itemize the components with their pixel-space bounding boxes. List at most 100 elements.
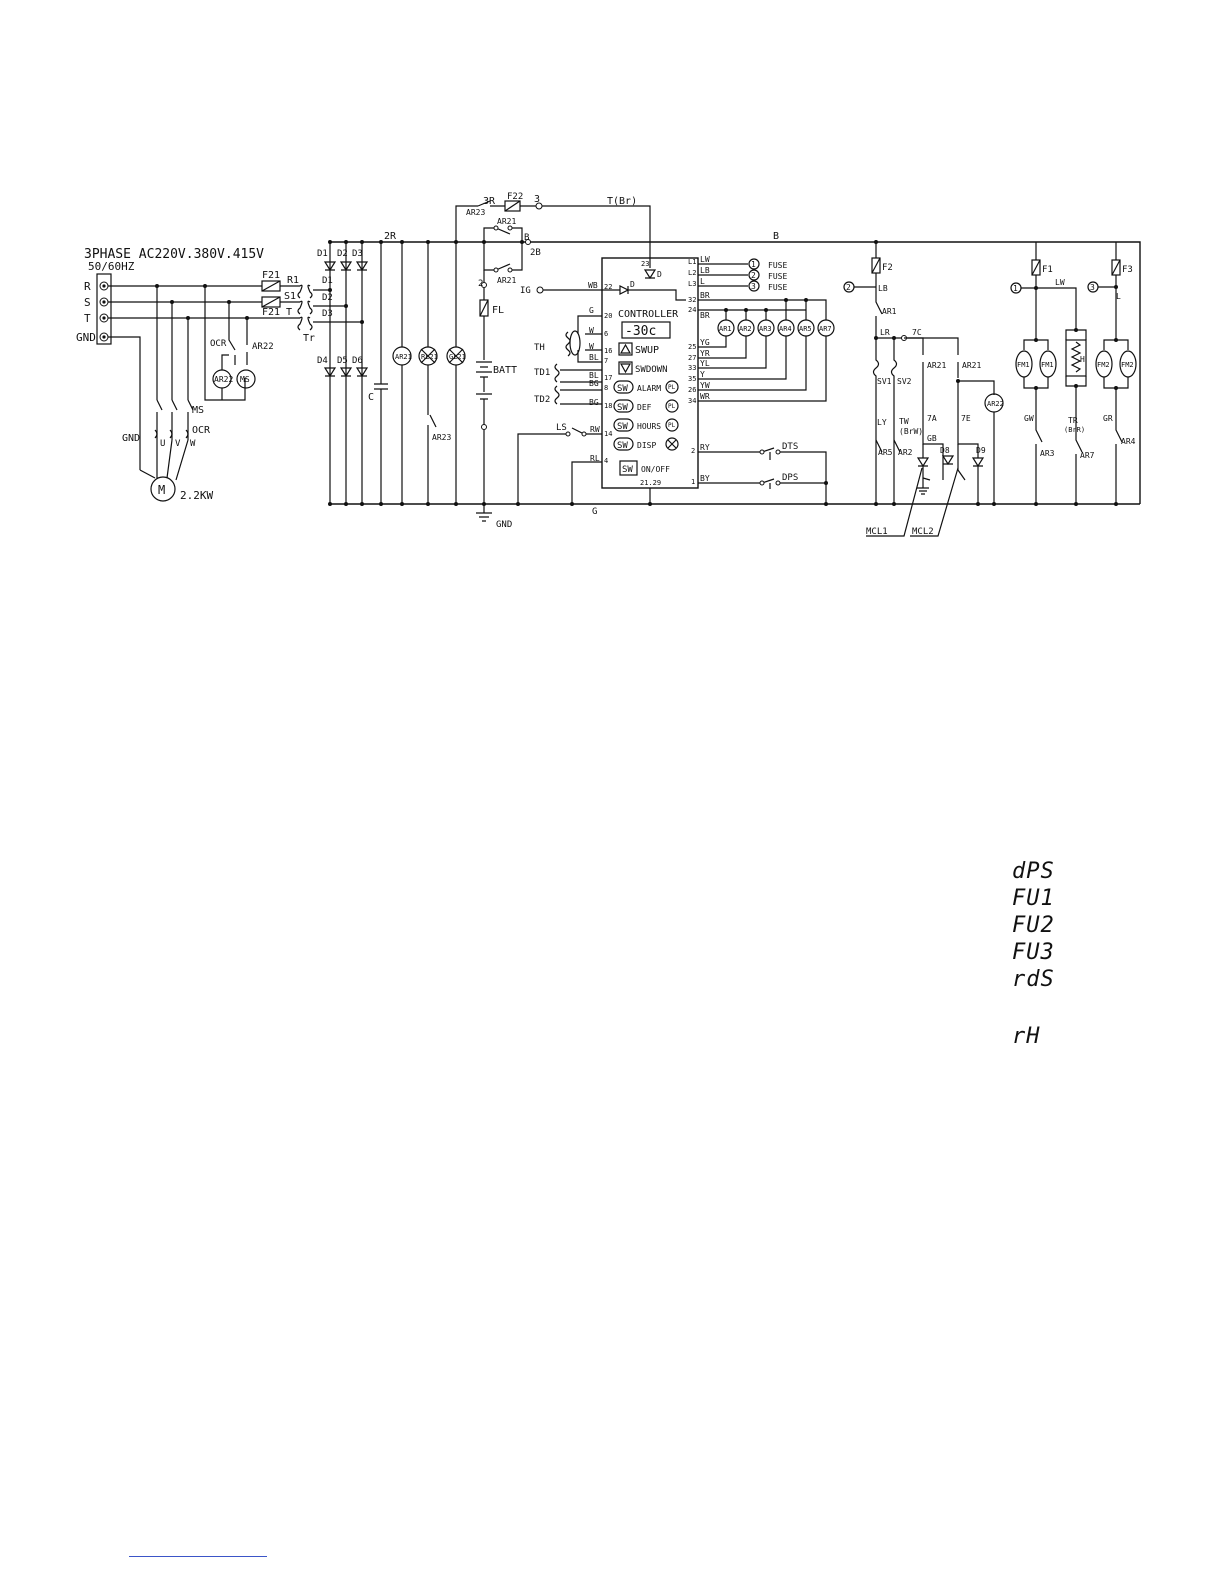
fuse-mark-2: 2	[751, 271, 756, 280]
fuse-mark-3: 3	[751, 282, 756, 291]
bus-b-label: B	[773, 231, 779, 242]
pin-23: 23	[641, 260, 649, 268]
wire-rl: RL	[590, 454, 600, 463]
fan-fm2-b-label: FM2	[1121, 361, 1134, 369]
fan-fm2-a-label: FM2	[1097, 361, 1110, 369]
swdown-button[interactable]	[618, 361, 633, 375]
mcl1-label: MCL1	[866, 527, 888, 537]
fuse-fl-label: FL	[492, 305, 504, 316]
fuse-f21-a	[261, 280, 281, 292]
wire-gb: GB	[927, 434, 937, 443]
code-dps: dPS	[1012, 859, 1055, 884]
fuse-f22	[504, 200, 521, 212]
wire-br2: BR	[700, 311, 710, 320]
wire-l-right: L	[1116, 292, 1121, 301]
pin-33: 33	[688, 364, 696, 372]
def-button[interactable]	[613, 399, 634, 413]
hours-pl: PL	[668, 422, 676, 429]
battery-label: BATT	[493, 365, 517, 376]
mark-2: 2	[846, 283, 851, 292]
contact-ar23-label: AR23	[432, 433, 451, 442]
node-2: 2	[478, 279, 483, 289]
phase-w: W	[190, 439, 196, 449]
footer-rule	[129, 1556, 267, 1557]
alarm-pl: PL	[668, 384, 676, 391]
wire-w2: W	[589, 342, 594, 351]
wire-bg1: BG	[589, 379, 599, 388]
wire-ly: LY	[877, 418, 887, 427]
pin-l2: L2	[688, 269, 696, 277]
switch-ls: LS	[556, 423, 567, 433]
relay-ar7-label: AR7	[819, 325, 832, 333]
solenoid-sv2: SV2	[897, 377, 912, 386]
pin-1: 1	[691, 478, 695, 486]
fuse-text-1: FUSE	[768, 261, 787, 270]
mark-1: 1	[1013, 284, 1018, 293]
diode-d-top: D	[657, 270, 662, 279]
wire-bl1: BL	[589, 353, 599, 362]
node-d1: D1	[322, 276, 333, 286]
mcl2-label: MCL2	[912, 527, 934, 537]
onoff-button[interactable]	[619, 460, 638, 476]
pin-34: 34	[688, 397, 696, 405]
battery-branch: 3R F22 3 T(Br) AR23 AR21 AR21 B 2B 2 FL …	[455, 192, 779, 530]
transformer-r1: R1	[287, 275, 299, 286]
output-section: F2 2 LB AR1 LR 7C AR21 SV1 SV2 LY TW (Br…	[843, 240, 1141, 537]
code-fu1: FU1	[1012, 886, 1055, 911]
diode-d6: D6	[352, 356, 363, 366]
bus-2r: 2R	[384, 231, 397, 242]
disp-button[interactable]	[613, 437, 634, 451]
def-pilot-lamp	[665, 399, 679, 413]
ocr-top-label: OCR	[210, 339, 227, 349]
onoff-sw: SW	[622, 465, 633, 475]
wire-rw: RW	[590, 425, 600, 434]
ms-coil-label: MS	[240, 375, 250, 384]
fuse-text-2: FUSE	[768, 272, 787, 281]
wire-y: Y	[700, 370, 705, 379]
solenoid-sv1: SV1	[877, 377, 892, 386]
wire-tw: TW	[899, 417, 909, 426]
wire-yw: YW	[700, 381, 710, 390]
alarm-pilot-lamp	[665, 380, 679, 394]
heater	[1065, 339, 1087, 377]
diode-d2: D2	[337, 249, 348, 259]
pin-16: 16	[604, 347, 612, 355]
wire-yg: YG	[700, 338, 710, 347]
code-fu3: FU3	[1012, 940, 1055, 965]
node-d3: D3	[322, 309, 333, 319]
phase-v: V	[175, 439, 181, 449]
wire-brr: (BrR)	[1064, 426, 1085, 434]
disp-sw: SW	[617, 441, 628, 451]
lamp-gl21	[446, 346, 466, 366]
contact-ar2: AR2	[898, 448, 913, 457]
fuse-mark-1: 1	[751, 260, 756, 269]
motor	[150, 476, 176, 502]
pin-35: 35	[688, 375, 696, 383]
node-d2: D2	[322, 293, 333, 303]
pin-7: 7	[604, 357, 608, 365]
relay-ar1-label: AR1	[719, 325, 732, 333]
fuse-f3-label: F3	[1122, 265, 1133, 275]
supply-title: 3PHASE AC220V.380V.415V	[84, 247, 264, 262]
ms-coil	[236, 369, 256, 389]
code-rh: rH	[1012, 1024, 1041, 1049]
contact-ar21: AR21	[927, 361, 946, 370]
wire-brw: (BrW)	[899, 427, 923, 436]
ig-terminal	[536, 286, 544, 294]
diode-d3: D3	[352, 249, 363, 259]
switch-dps: DPS	[782, 473, 798, 483]
swup-button[interactable]	[618, 342, 633, 356]
wire-ry: RY	[700, 443, 710, 452]
alarm-button[interactable]	[613, 380, 634, 394]
controller-section: CONTROLLER -30c SWUP SWDOWN SW ALARM PL …	[516, 255, 835, 506]
terminal-block	[96, 273, 112, 345]
hours-button[interactable]	[613, 418, 634, 432]
terminal-t: T	[84, 312, 91, 325]
pin-24: 24	[688, 306, 696, 314]
ar22-coil-label: AR22	[214, 375, 233, 384]
fan-fm1-a-label: FM1	[1017, 361, 1030, 369]
transformer-tr: Tr	[303, 333, 315, 344]
ocr-label: OCR	[192, 425, 211, 436]
controller-display-value: -30c	[625, 324, 656, 339]
wire-wb: WB	[588, 281, 598, 290]
